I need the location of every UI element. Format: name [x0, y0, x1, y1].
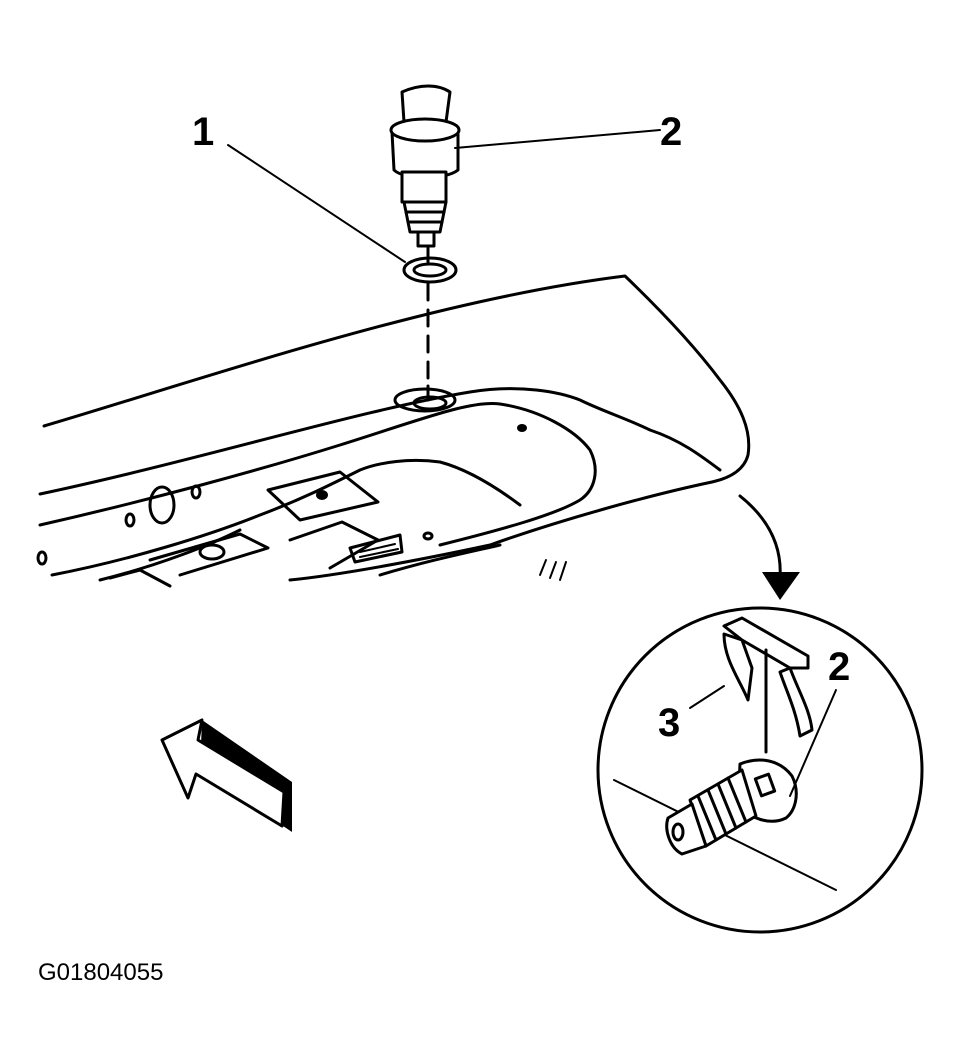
leader-line-2-detail [789, 689, 837, 797]
panel-outline [36, 274, 751, 588]
detail-view [596, 606, 924, 934]
leader-line-3 [689, 685, 725, 709]
callout-2-top: 2 [660, 110, 682, 154]
sensor-assembly [389, 84, 461, 248]
direction-arrow [160, 718, 292, 832]
leader-line-2 [454, 129, 661, 149]
detail-arrow [738, 494, 800, 600]
callout-1: 1 [192, 110, 214, 154]
seal-ring [402, 256, 458, 284]
leader-line-1 [227, 144, 406, 263]
callout-3: 3 [658, 701, 680, 745]
callout-2-detail: 2 [828, 645, 850, 689]
figure-code: G01804055 [38, 959, 163, 986]
